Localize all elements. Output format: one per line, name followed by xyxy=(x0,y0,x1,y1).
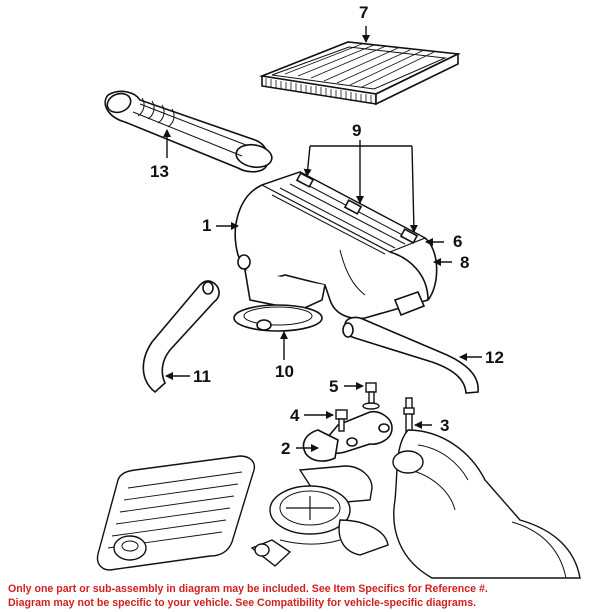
bolt-4 xyxy=(335,409,348,432)
mounting-bracket xyxy=(302,410,393,462)
callout-12: 12 xyxy=(485,348,504,367)
bolt-5 xyxy=(362,382,380,410)
adapter xyxy=(233,269,326,332)
callout-8: 8 xyxy=(460,253,470,272)
callout-3: 3 xyxy=(440,416,450,435)
callout-9: 9 xyxy=(352,121,362,140)
callout-11: 11 xyxy=(193,367,211,386)
callout-1: 1 xyxy=(202,216,212,235)
disclaimer-line-1: Only one part or sub-assembly in diagram… xyxy=(8,583,488,595)
air-filter-element xyxy=(258,41,461,106)
callout-2: 2 xyxy=(281,439,291,458)
callout-10: 10 xyxy=(275,362,294,381)
callout-7: 7 xyxy=(359,3,369,22)
engine-block xyxy=(96,429,581,579)
disclaimer-line-2: Diagram may not be specific to your vehi… xyxy=(8,596,477,609)
air-cleaner-housing xyxy=(234,171,438,320)
stud-3 xyxy=(403,397,415,433)
callout-6: 6 xyxy=(453,232,463,251)
callout-13: 13 xyxy=(150,162,169,181)
callout-5: 5 xyxy=(329,377,339,396)
hose-right xyxy=(342,316,479,394)
hose-left xyxy=(142,280,220,394)
callout-4: 4 xyxy=(290,406,300,425)
leader-lines xyxy=(163,26,482,452)
intake-duct xyxy=(104,90,273,173)
disclaimer: Only one part or sub-assembly in diagram… xyxy=(0,582,612,612)
